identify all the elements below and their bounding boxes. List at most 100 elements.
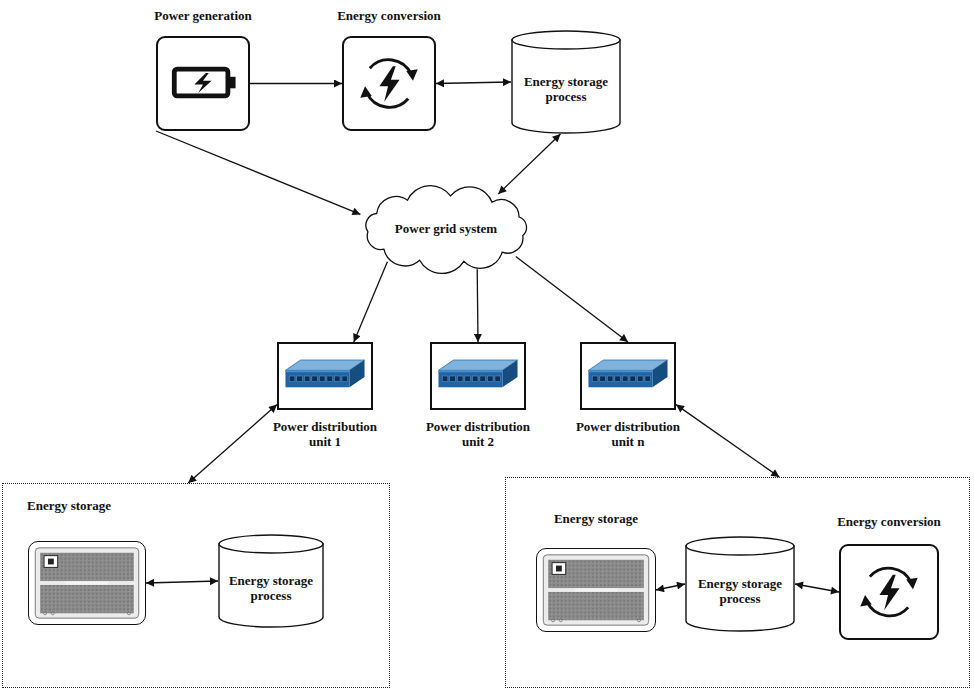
drawing-part — [334, 376, 340, 382]
drawing-part — [327, 376, 333, 382]
connector-arrow — [188, 405, 277, 483]
distribution-unit: Power distribution unit 2 — [430, 342, 526, 410]
drawing-part — [472, 376, 478, 382]
drawing-part — [480, 376, 486, 382]
distribution-unit: Power distribution unit n — [580, 342, 676, 410]
text-holder: Energy storage process — [224, 554, 318, 624]
storage-device: Energy storage — [28, 541, 146, 625]
node-heading: Power generation — [154, 8, 252, 23]
icon-box: Energy conversion — [839, 544, 939, 640]
drawing-part — [40, 553, 134, 581]
drawing-part — [29, 542, 145, 624]
drawing-part — [194, 73, 211, 93]
icon-box: Energy conversion — [342, 36, 436, 131]
connector-arrow — [146, 581, 218, 583]
node-heading: Power distribution unit n — [576, 419, 680, 449]
drawing-part — [230, 77, 236, 88]
connector-arrow — [156, 131, 360, 214]
connector-arrow — [498, 134, 560, 194]
drawing-part — [51, 612, 54, 615]
connector-arrow — [477, 269, 479, 342]
connector-arrow — [354, 262, 388, 342]
drawing-part — [552, 563, 566, 575]
node-heading: Power distribution unit 1 — [273, 419, 377, 449]
dotted-group: Energy storage Energy storage process Ener… — [505, 477, 970, 688]
drawing-part — [366, 186, 527, 274]
drawing-part — [860, 595, 872, 607]
drawing-part — [556, 566, 562, 572]
drawing-part — [438, 370, 502, 387]
drawing-part — [622, 376, 628, 382]
storage-cylinder: Energy storage process — [511, 30, 621, 134]
storage-cylinder: Energy storage process — [218, 534, 324, 628]
connector-arrow — [436, 82, 511, 84]
drawing-part — [637, 619, 640, 622]
drawing-part — [457, 376, 463, 382]
text-holder: Energy storage process — [691, 556, 789, 628]
drawing-part — [127, 612, 130, 615]
drawing-part — [219, 544, 323, 627]
drawing-part — [600, 376, 606, 382]
storage-cylinder: Energy storage process — [685, 536, 795, 632]
drawing-part — [615, 376, 621, 382]
drawing-part — [360, 86, 371, 97]
drawing-part — [285, 370, 349, 387]
node-heading: Power distribution unit 2 — [426, 419, 530, 449]
drawing-part — [44, 556, 58, 568]
drawing-part — [40, 585, 134, 613]
node-heading: Energy conversion — [337, 8, 441, 23]
drawing-part — [35, 548, 138, 618]
text-holder: Energy conversion — [761, 515, 975, 530]
drawing-part — [48, 559, 54, 565]
connector-arrow — [250, 83, 342, 84]
drawing-part — [285, 370, 349, 372]
drawing-part — [575, 589, 618, 592]
drawing-part — [289, 376, 295, 382]
drawing-part — [312, 376, 318, 382]
drawing-part — [548, 560, 644, 588]
icon-box: Power generation — [156, 36, 250, 131]
drawing-part — [319, 376, 325, 382]
text-holder: Power grid system — [348, 183, 544, 275]
dotted-group: Energy storageEnergy storage process — [2, 483, 390, 688]
text-holder: Energy storage — [457, 512, 735, 527]
connector-arrow — [656, 584, 685, 590]
drawing-part — [630, 376, 636, 382]
distribution-unit: Power distribution unit 1 — [277, 342, 373, 410]
drawing-part — [860, 568, 918, 616]
drawing-part — [66, 582, 109, 585]
node-heading: Energy storage — [27, 498, 111, 513]
drawing-part — [645, 376, 651, 382]
text-holder: Power distribution unit 1 — [266, 420, 384, 450]
drawing-part — [432, 344, 524, 408]
drawing-part — [582, 344, 674, 408]
drawing-part — [686, 537, 794, 555]
drawing-part — [879, 575, 899, 610]
text-holder: Energy storage process — [517, 50, 615, 130]
drawing-part — [588, 370, 652, 372]
drawing-part — [279, 344, 371, 408]
drawing-part — [43, 612, 46, 615]
drawing-part — [379, 66, 399, 101]
node-heading: Energy conversion — [837, 514, 941, 529]
storage-device: Energy storage — [536, 548, 656, 632]
drawing-part — [841, 546, 937, 638]
drawing-part — [304, 376, 310, 382]
connector-arrow — [516, 257, 628, 343]
connector-arrow — [676, 405, 779, 477]
drawing-part — [592, 376, 598, 382]
drawing-part — [219, 535, 323, 553]
drawing-part — [438, 370, 502, 372]
shape-label: Energy storage process — [517, 75, 615, 105]
drawing-part — [548, 592, 644, 620]
drawing-part — [487, 376, 493, 382]
drawing-part — [502, 360, 517, 387]
drawing-part — [686, 546, 794, 631]
drawing-part — [551, 619, 554, 622]
text-holder: Power distribution unit n — [569, 420, 687, 450]
shape-label: Energy storage process — [691, 577, 789, 607]
drawing-part — [442, 376, 448, 382]
drawing-part — [360, 60, 417, 108]
drawing-part — [512, 31, 620, 49]
